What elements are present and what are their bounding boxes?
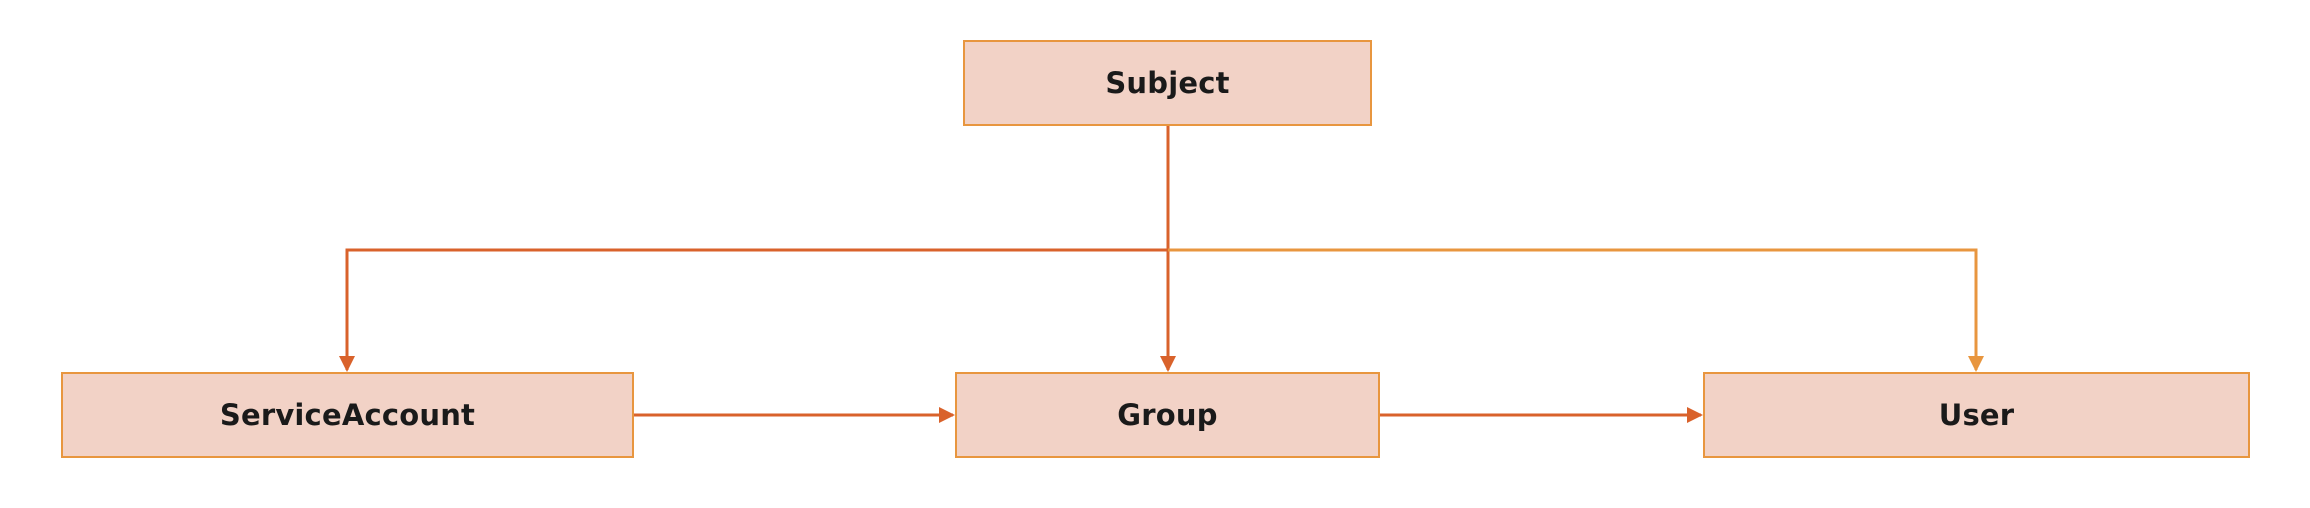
node-user-label: User bbox=[1938, 398, 2015, 432]
node-subject-label: Subject bbox=[1105, 66, 1230, 100]
node-user: User bbox=[1703, 372, 2250, 458]
node-group-label: Group bbox=[1117, 398, 1218, 432]
node-subject: Subject bbox=[963, 40, 1372, 126]
node-group: Group bbox=[955, 372, 1380, 458]
edge-subject-to-user bbox=[1168, 248, 1984, 372]
node-serviceaccount: ServiceAccount bbox=[61, 372, 634, 458]
edge-subject-to-serviceaccount bbox=[339, 126, 1170, 372]
node-serviceaccount-label: ServiceAccount bbox=[219, 398, 476, 432]
